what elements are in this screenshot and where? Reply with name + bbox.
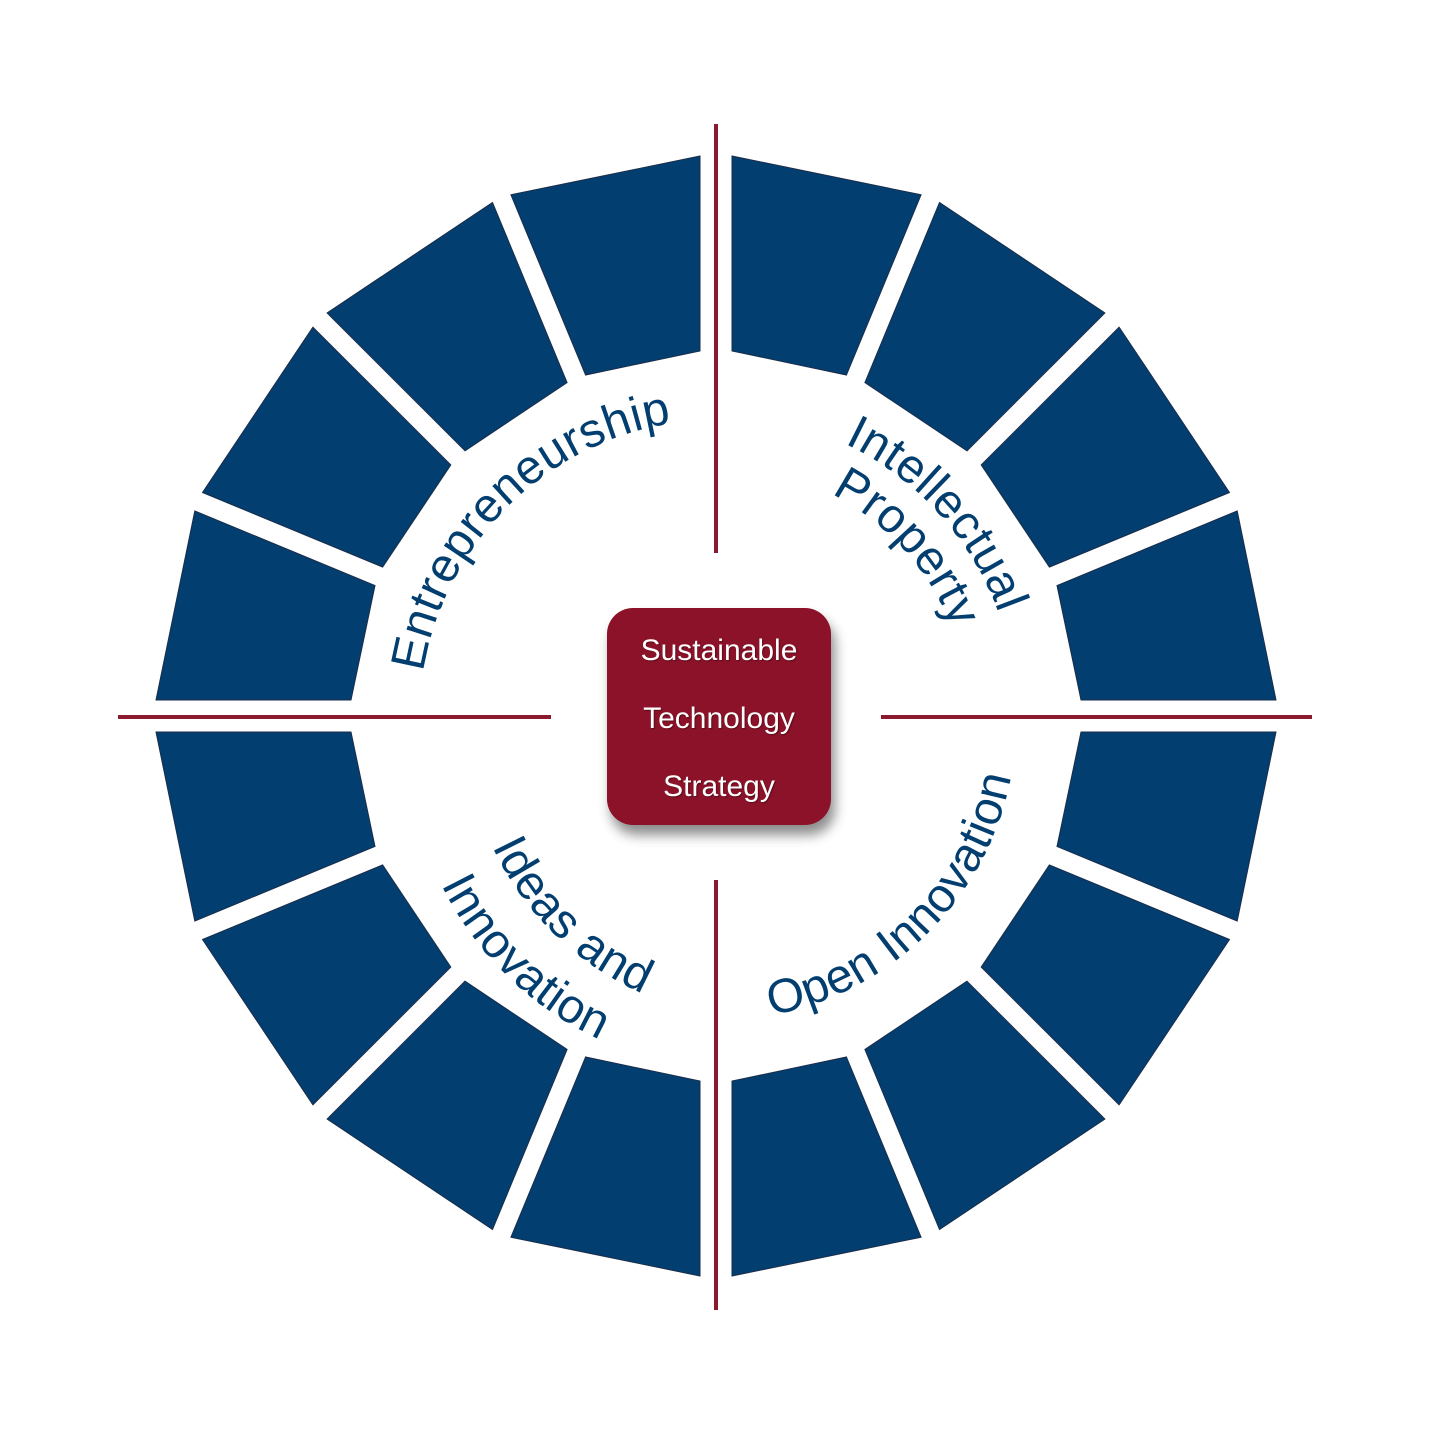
center-strategy-box: Sustainable Technology Strategy: [607, 608, 831, 825]
ring-segment: [1056, 731, 1277, 922]
ring-segment: [1056, 510, 1277, 701]
ring-segment: [980, 864, 1231, 1106]
ring-segment: [201, 864, 452, 1106]
ring-segment: [510, 1056, 701, 1277]
ring-segment: [980, 326, 1231, 568]
ring-segment: [510, 155, 701, 376]
center-line-1: Sustainable: [640, 633, 798, 667]
ring-segment: [864, 980, 1106, 1231]
ring-segment: [201, 326, 452, 568]
ring-segment: [864, 201, 1106, 452]
center-line-2: Technology: [643, 701, 795, 735]
center-line-3: Strategy: [663, 769, 775, 803]
ring-segment: [326, 980, 568, 1231]
outer-ring-segments: [155, 155, 1277, 1277]
ring-segment: [731, 155, 922, 376]
ring-segment: [326, 201, 568, 452]
ring-segment: [155, 510, 376, 701]
ring-segment: [731, 1056, 922, 1277]
quadrant-dividers: [118, 124, 1312, 1310]
ring-segment: [155, 731, 376, 922]
